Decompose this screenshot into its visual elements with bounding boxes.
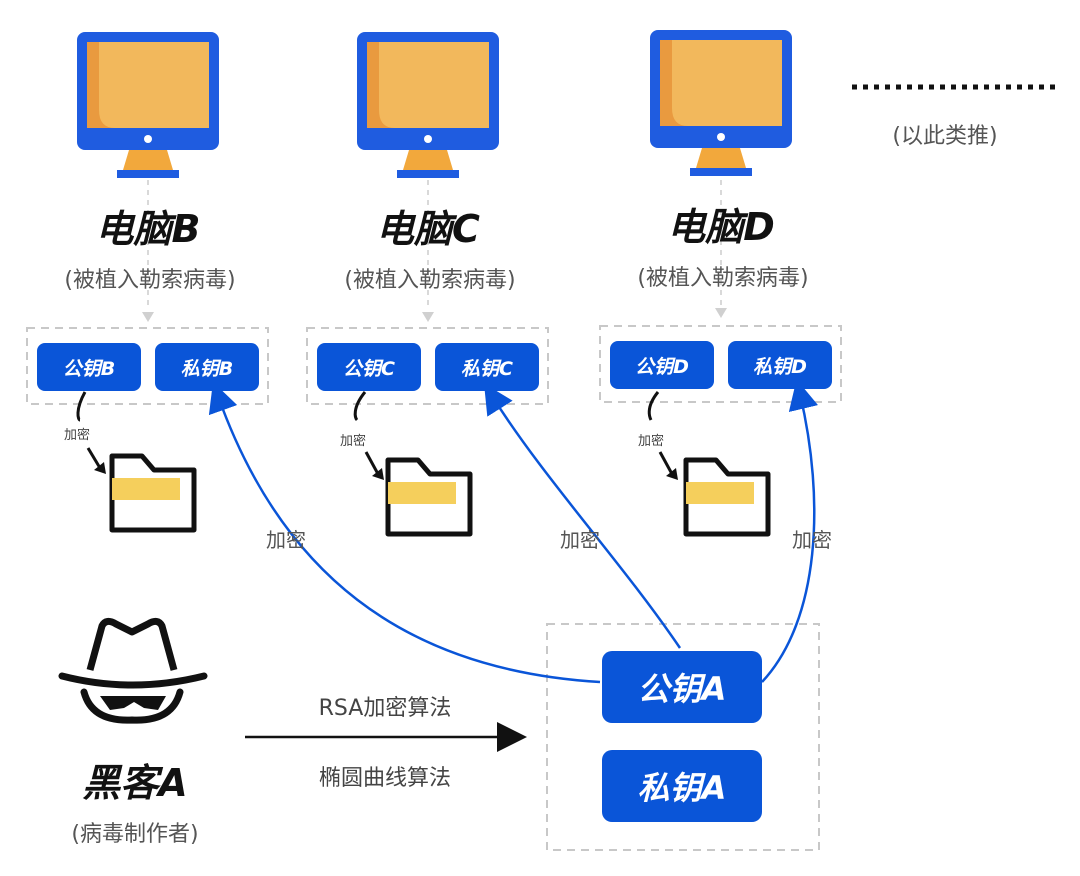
hacker-icon xyxy=(58,617,208,724)
public-key-d: 公钥D xyxy=(610,341,714,389)
algorithm-ecc: 椭圆曲线算法 xyxy=(318,766,451,791)
computer-c-title: 电脑C xyxy=(376,207,480,251)
folder-icon-c xyxy=(385,457,473,537)
computer-d-title: 电脑D xyxy=(667,205,775,249)
vertical-connectors xyxy=(147,180,722,310)
computer-b-title: 电脑B xyxy=(95,207,201,251)
encrypt-label-b: 加密 xyxy=(64,428,91,443)
etc-label: (以此类推) xyxy=(892,124,998,149)
computer-c-subtitle: (被植入勒索病毒) xyxy=(344,268,516,293)
hacker-subtitle: (病毒制作者) xyxy=(71,822,199,847)
arc-label-b: 加密 xyxy=(266,528,306,552)
private-key-b: 私钥B xyxy=(155,343,259,391)
encrypt-label-c: 加密 xyxy=(340,434,367,449)
arc-label-d: 加密 xyxy=(792,528,832,552)
public-key-a: 公钥A xyxy=(602,651,762,723)
private-key-d: 私钥D xyxy=(728,341,832,389)
arc-label-c: 加密 xyxy=(560,528,600,552)
monitor-icon-b xyxy=(77,32,219,178)
monitor-icon-d xyxy=(650,30,792,176)
blue-arcs xyxy=(208,379,819,684)
folder-icon-b xyxy=(109,453,197,533)
hacker-title: 黑客A xyxy=(82,761,188,805)
public-key-c: 公钥C xyxy=(317,343,421,391)
computer-b-subtitle: (被植入勒索病毒) xyxy=(64,268,236,293)
encrypt-label-d: 加密 xyxy=(638,434,665,449)
key-boxes xyxy=(26,325,842,851)
folder-icon-d xyxy=(683,457,771,537)
private-key-a: 私钥A xyxy=(602,750,762,822)
monitor-icon-c xyxy=(357,32,499,178)
small-encrypt-arrows xyxy=(76,391,674,475)
public-key-b: 公钥B xyxy=(37,343,141,391)
algorithm-rsa: RSA加密算法 xyxy=(318,696,452,721)
computer-d-subtitle: (被植入勒索病毒) xyxy=(637,266,809,291)
private-key-c: 私钥C xyxy=(435,343,539,391)
